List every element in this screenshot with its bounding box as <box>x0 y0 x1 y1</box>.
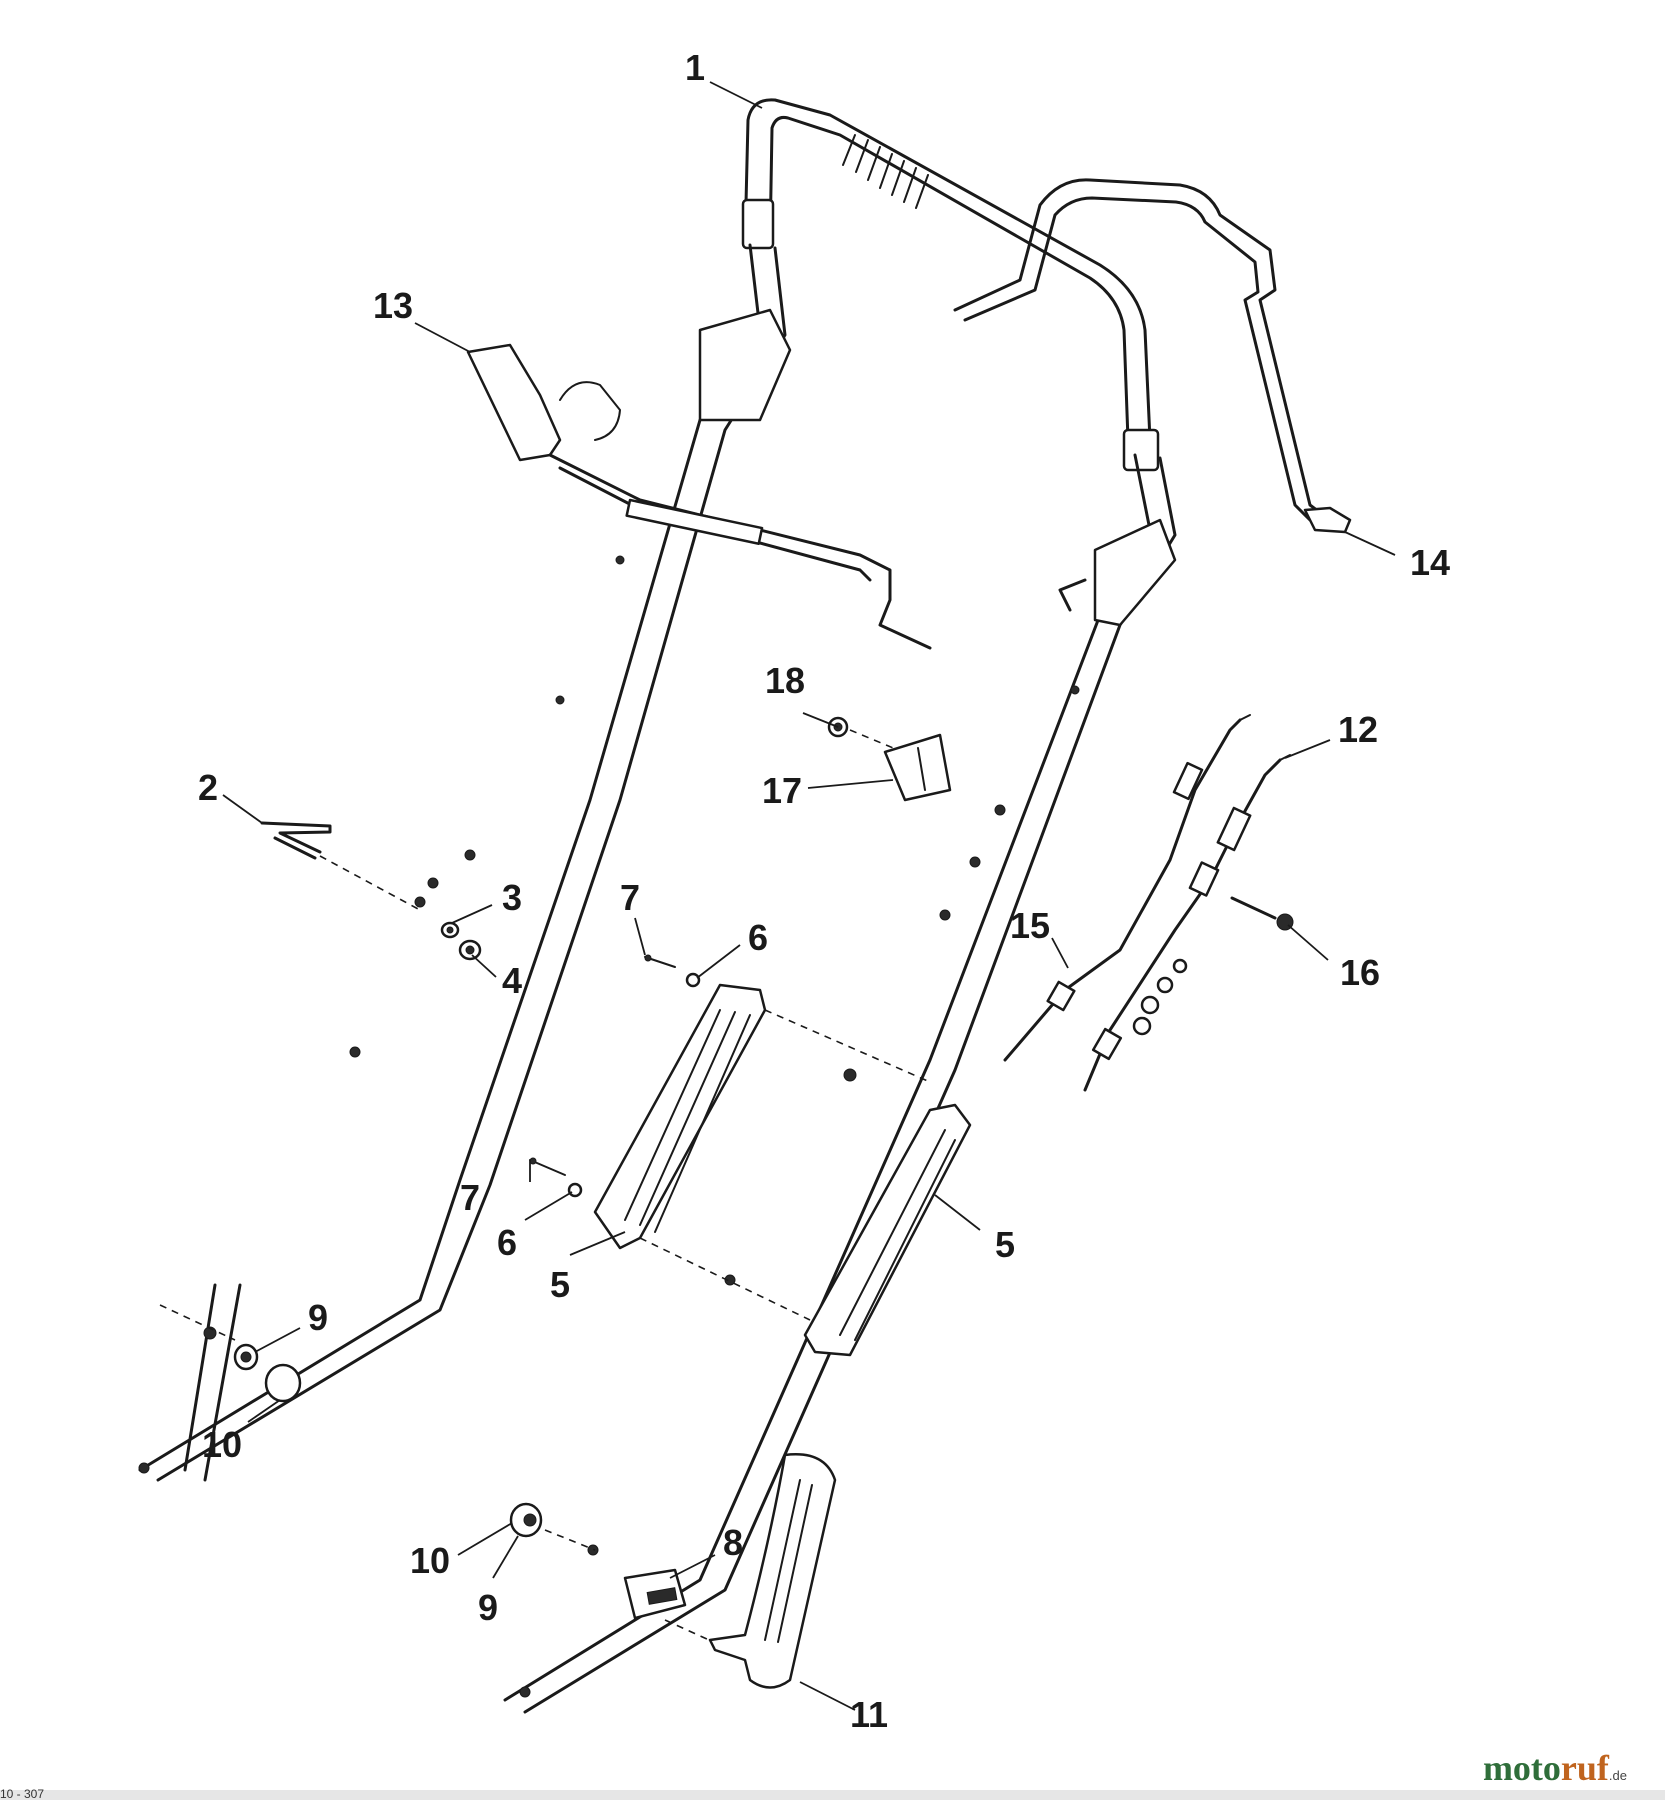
callout-5a: 5 <box>550 1264 570 1305</box>
callout-8: 8 <box>723 1522 743 1563</box>
cable-guide-right-part <box>803 1103 972 1357</box>
callout-10a: 10 <box>202 1424 242 1465</box>
knob-left-parts <box>159 1304 302 1403</box>
right-handle-tube <box>503 453 1177 1714</box>
watermark-tld: .de <box>1608 1768 1627 1783</box>
watermark-brand-b: ruf <box>1560 1748 1609 1788</box>
callout-14: 14 <box>1410 542 1450 583</box>
clip-pin-part <box>260 821 421 911</box>
washer-nut-parts <box>440 921 482 961</box>
callout-10b: 10 <box>410 1540 450 1581</box>
control-lever-part <box>466 343 932 650</box>
watermark-brand-a: moto <box>1482 1748 1561 1788</box>
motoruf-watermark-logo: motoruf.de <box>1483 1747 1627 1789</box>
callout-6a: 6 <box>748 917 768 958</box>
callout-labels: 1 13 14 18 17 12 2 3 4 7 6 15 16 7 6 5 5… <box>198 47 1450 1735</box>
footer-bar <box>0 1790 1665 1800</box>
callout-1: 1 <box>685 47 705 88</box>
bolt-washers-part <box>1132 896 1294 1036</box>
callout-3: 3 <box>502 877 522 918</box>
callout-17: 17 <box>762 770 802 811</box>
callout-15: 15 <box>1010 905 1050 946</box>
cable-12-part <box>1083 754 1291 1092</box>
left-handle-tube <box>138 243 792 1482</box>
callout-9a: 9 <box>308 1297 328 1338</box>
callout-7a: 7 <box>620 877 640 918</box>
callout-11: 11 <box>850 1694 888 1735</box>
knob-right-parts <box>509 1502 596 1551</box>
callout-12: 12 <box>1338 709 1378 750</box>
callout-18: 18 <box>765 660 805 701</box>
callout-9b: 9 <box>478 1587 498 1628</box>
footer-reference-text: 10 - 307 <box>0 1787 45 1801</box>
callout-2: 2 <box>198 767 218 808</box>
callout-7b: 7 <box>460 1177 480 1218</box>
drive-bail-part <box>953 178 1352 534</box>
cable-15-part <box>1003 714 1251 1062</box>
leader-lines <box>222 81 1396 1711</box>
lever-knob-parts <box>623 1453 837 1689</box>
callout-6b: 6 <box>497 1222 517 1263</box>
upper-handle-part <box>741 98 1160 472</box>
callout-4: 4 <box>502 960 522 1001</box>
callout-16: 16 <box>1340 952 1380 993</box>
callout-5b: 5 <box>995 1224 1015 1265</box>
callout-13: 13 <box>373 285 413 326</box>
clip-block-part <box>827 716 952 802</box>
